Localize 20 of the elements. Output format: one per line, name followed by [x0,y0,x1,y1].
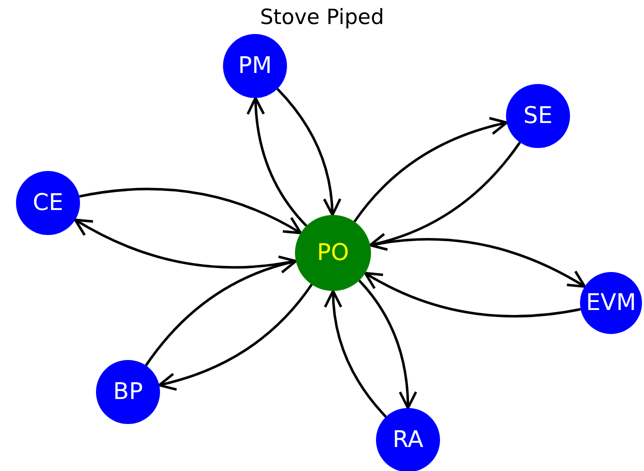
chart-title: Stove Piped [260,5,384,29]
node-label: SE [523,104,553,128]
node-label: RA [392,428,424,452]
arrow [324,290,387,418]
node-circle [376,408,440,471]
arrow [246,96,308,227]
node-label: PM [238,54,272,78]
node-label: CE [32,192,64,214]
arrow [144,256,298,366]
node-label: PO [317,242,349,264]
node-label: EVM [586,292,636,314]
arrow [158,284,313,390]
arrow [364,272,581,318]
arrow [353,117,508,222]
arrow [276,88,341,216]
arrow [358,280,417,410]
node-label: BP [113,380,143,404]
arrow [368,142,521,250]
node-circle [295,215,371,291]
arrow [79,188,302,234]
